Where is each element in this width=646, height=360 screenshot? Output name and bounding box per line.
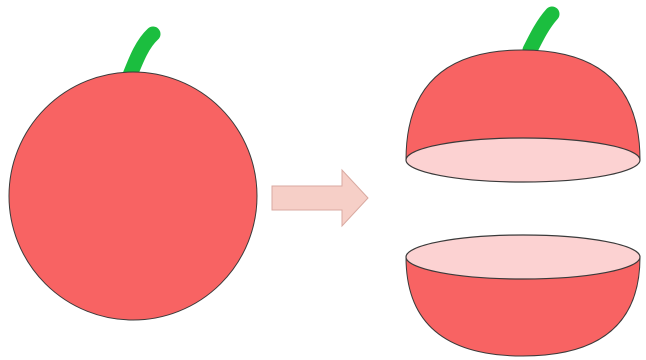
top-half-stem — [530, 14, 552, 50]
right-arrow-icon — [272, 170, 368, 226]
bottom-half-cut-face — [406, 235, 640, 279]
whole-fruit-icon — [9, 34, 257, 320]
top-half-icon — [406, 14, 640, 182]
top-half-cut-face — [406, 138, 640, 182]
whole-fruit-body — [9, 72, 257, 320]
bottom-half-icon — [406, 235, 640, 356]
arrow-shape — [272, 170, 368, 226]
